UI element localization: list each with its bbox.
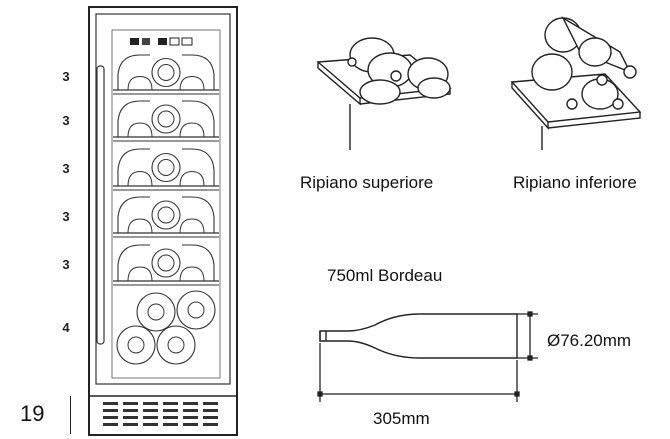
bottle-end: [127, 170, 153, 187]
bottle-outline: [182, 100, 215, 137]
bottle-end: [147, 303, 165, 321]
vent-grille: [103, 402, 218, 426]
bottle-outline: [182, 148, 215, 186]
bottle-end: [179, 170, 205, 187]
bottle-end: [157, 254, 175, 272]
bottle-end: [127, 122, 153, 138]
bottle-end: [179, 218, 205, 234]
bottle-end: [127, 218, 153, 234]
bottle-end: [151, 152, 181, 183]
vent-slot: [123, 423, 138, 426]
vent-slot: [103, 409, 118, 412]
bottle-outline: [117, 148, 150, 186]
bottle-end: [116, 325, 156, 365]
vent-slot: [183, 409, 198, 412]
lower-shelf-label: Ripiano inferiore: [513, 173, 637, 192]
vent-slot: [143, 409, 158, 412]
vent-slot: [183, 416, 198, 419]
bottle-end: [187, 301, 205, 319]
door-handle: [96, 65, 105, 345]
cabinet-glass: [111, 29, 221, 379]
bottle-outline: [117, 100, 150, 137]
vent-slot: [183, 402, 198, 405]
bottle-outline: [182, 54, 215, 90]
shelf-row: [113, 244, 219, 286]
vent-slot: [163, 402, 178, 405]
bottle-outline: [117, 196, 150, 233]
shelves: [113, 54, 219, 365]
vent-slot: [203, 402, 218, 405]
vent-slot: [103, 423, 118, 426]
bottle-outline: [182, 196, 215, 233]
shelf-row: [113, 100, 219, 142]
vent-slot: [203, 423, 218, 426]
bottle-end: [157, 159, 175, 176]
vent-slot: [143, 416, 158, 419]
shelf-row: [113, 196, 219, 238]
bottle-outline: [182, 244, 215, 281]
bottom-shelf: [116, 290, 216, 365]
shelf-count-2: 3: [62, 113, 70, 128]
length-dimension: [317, 343, 520, 402]
vent-slot: [103, 416, 118, 419]
shelf-count-6: 4: [62, 320, 70, 335]
diameter-dimension: [517, 311, 538, 361]
lower-shelf-illustration: [510, 16, 642, 150]
bottle-end: [156, 325, 196, 365]
vent-slot: [163, 416, 178, 419]
shelf-row: [113, 54, 219, 95]
bottle-end: [127, 266, 153, 282]
upper-shelf-illustration: [316, 37, 452, 150]
bottle-outline: [117, 244, 150, 281]
bottle-end: [176, 290, 216, 330]
shelf-count-5: 3: [62, 257, 70, 272]
bottle-end: [127, 75, 153, 91]
vent-slot: [163, 423, 178, 426]
vent-slot: [143, 423, 158, 426]
bottle-end: [127, 336, 145, 354]
bottle-end: [151, 248, 181, 278]
page-number-divider: [70, 396, 71, 434]
vent-slot: [203, 416, 218, 419]
vent-slot: [123, 409, 138, 412]
vent-slot: [163, 409, 178, 412]
bottle-length-label: 305mm: [373, 409, 430, 428]
bottle-end: [151, 200, 181, 230]
bottle-end: [136, 292, 176, 332]
bottle-end: [179, 122, 205, 138]
bottle-diameter-label: Ø76.20mm: [547, 331, 632, 350]
vent-slot: [143, 402, 158, 405]
bottle-end: [179, 266, 205, 282]
cabinet-door: [95, 13, 231, 385]
bottle-type-label: 750ml Bordeau: [327, 266, 443, 285]
vent-slot: [103, 402, 118, 405]
control-panel: [130, 37, 193, 46]
page-number: 19: [20, 401, 45, 426]
vent-slot: [183, 423, 198, 426]
shelf-count-1: 3: [62, 69, 70, 84]
bottle-end: [157, 206, 175, 224]
vent-slot: [123, 402, 138, 405]
bottle-end: [157, 64, 175, 81]
bottle-end: [151, 104, 181, 134]
bottle-end: [157, 110, 175, 128]
vent-slot: [123, 416, 138, 419]
shelf-count-3: 3: [62, 161, 70, 176]
vent-slot: [203, 409, 218, 412]
bottle-end: [167, 336, 185, 354]
bottle-end: [151, 57, 181, 88]
shelf-row: [113, 148, 219, 191]
shelf-count-4: 3: [62, 209, 70, 224]
bottle-drawing: [319, 313, 518, 359]
upper-shelf-label: Ripiano superiore: [300, 173, 434, 192]
bottle-end: [179, 75, 205, 91]
cabinet-base: [88, 395, 238, 436]
bottle-outline: [117, 54, 150, 90]
